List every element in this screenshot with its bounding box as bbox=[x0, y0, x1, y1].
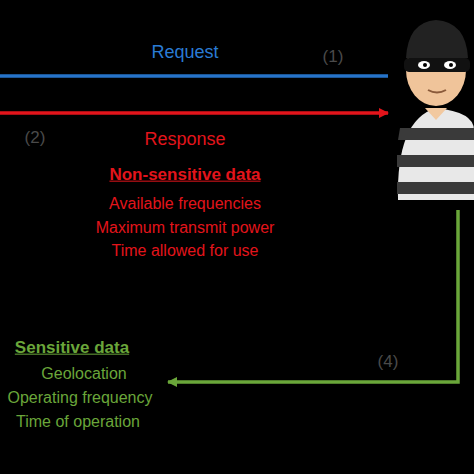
thief-icon bbox=[397, 20, 474, 200]
message-label: Response bbox=[144, 130, 225, 150]
request-line bbox=[0, 74, 388, 78]
callout-number: (2) bbox=[25, 129, 46, 148]
data-item: Time allowed for use bbox=[111, 242, 258, 260]
callout-number: (1) bbox=[323, 48, 344, 67]
data-item: Operating frequency bbox=[8, 389, 153, 407]
data-item: Time of operation bbox=[16, 413, 140, 431]
data-item: Available frequencies bbox=[109, 195, 261, 213]
callout-number: (4) bbox=[378, 353, 399, 372]
response-arrow bbox=[0, 111, 388, 115]
data-item: Geolocation bbox=[41, 365, 126, 383]
data-heading: Non-sensitive data bbox=[109, 166, 260, 185]
message-label: Request bbox=[151, 43, 218, 63]
data-item: Maximum transmit power bbox=[96, 219, 275, 237]
data-heading: Sensitive data bbox=[15, 339, 129, 358]
